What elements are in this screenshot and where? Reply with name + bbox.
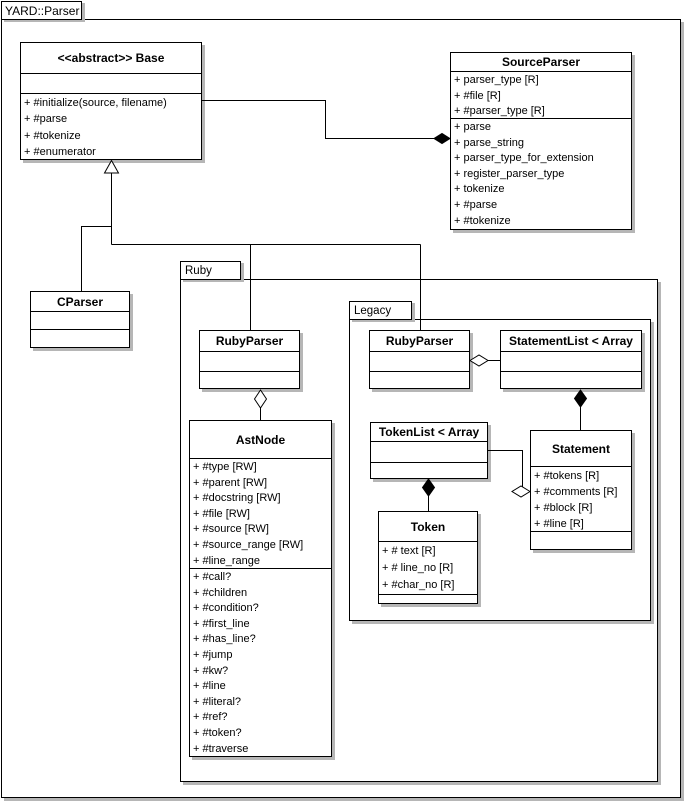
class-member: + #enumerator	[24, 146, 96, 159]
class-member: + #parse	[24, 113, 68, 126]
class-member: + #call?	[193, 571, 232, 583]
class-name: AstNode	[190, 421, 331, 459]
class-member: + #docstring [RW]	[193, 492, 281, 505]
class-member: + #literal?	[193, 695, 242, 708]
class-box-legacy-rubyparser: RubyParser	[369, 330, 470, 389]
class-name: CParser	[31, 292, 129, 312]
class-box-sourceparser: SourceParser + parser_type [R] + #file [R…	[450, 52, 632, 230]
class-member: + # text [R]	[382, 545, 436, 557]
class-box-statementlist: StatementList < Array	[500, 330, 642, 389]
class-member: + #ref?	[193, 711, 228, 724]
class-attributes: + parser_type [R] + #file [R] + #parser_ty…	[451, 72, 631, 119]
class-name: TokenList < Array	[371, 423, 487, 442]
class-member: + #token?	[193, 726, 242, 739]
diagram-title: YARD::Parser	[5, 3, 80, 18]
class-methods	[371, 463, 487, 478]
class-member: + #char_no [R]	[382, 579, 455, 591]
class-member: + #kw?	[193, 664, 229, 677]
class-box-cparser: CParser	[30, 291, 130, 348]
class-attributes: + #tokens [R] + #comments [R] + #block [R]…	[531, 467, 631, 532]
class-member: + #source [RW]	[193, 523, 269, 536]
class-name: RubyParser	[200, 331, 299, 352]
class-member: + #file [RW]	[193, 507, 250, 520]
class-attributes	[21, 74, 201, 94]
class-member: + parse	[454, 121, 491, 133]
class-member: + #parse	[454, 198, 498, 211]
class-member: + #tokenize	[454, 214, 511, 227]
package-ruby-label: Ruby	[185, 264, 212, 277]
class-member: + #file [R]	[454, 89, 501, 102]
class-methods	[501, 372, 641, 388]
class-box-ruby-rubyparser: RubyParser	[199, 330, 300, 389]
class-member: + #line	[193, 680, 226, 693]
class-box-token: Token + # text [R] + # line_no [R] + #char…	[378, 511, 478, 604]
package-ruby-tab: Ruby	[180, 261, 241, 280]
class-member: + tokenize	[454, 183, 505, 196]
diagram-title-tab: YARD::Parser	[1, 1, 82, 20]
class-methods: + #initialize(source, filename) + #parse +…	[21, 94, 201, 159]
class-member: + #parser_type [R]	[454, 105, 545, 118]
class-member: + # line_no [R]	[382, 562, 454, 574]
class-attributes	[371, 442, 487, 463]
class-methods	[31, 330, 129, 347]
class-box-base: <<abstract>> Base + #initialize(source, …	[20, 42, 202, 160]
class-attributes	[501, 352, 641, 372]
class-member: + register_parser_type	[454, 167, 565, 180]
class-member: + #block [R]	[534, 502, 593, 514]
class-attributes	[370, 352, 469, 372]
class-member: + #has_line?	[193, 633, 256, 646]
class-member: + #parent [RW]	[193, 476, 268, 489]
class-member: + parser_type_for_extension	[454, 152, 594, 165]
class-member: + #jump	[193, 648, 233, 661]
class-name: StatementList < Array	[501, 331, 641, 352]
class-box-tokenlist: TokenList < Array	[370, 422, 488, 479]
class-name: RubyParser	[370, 331, 469, 352]
class-attributes	[200, 352, 299, 372]
class-methods: + parse + parse_string + parser_type_for_e…	[451, 119, 631, 229]
class-member: + #comments [R]	[534, 486, 618, 498]
class-box-statement: Statement + #tokens [R]+ #comments [R]+ …	[530, 430, 632, 550]
class-member: + #first_line	[193, 617, 250, 630]
class-member: + #children	[193, 586, 248, 599]
class-member: + #tokenize	[24, 129, 81, 142]
class-attributes: + #type [RW] + #parent [RW] + #docstring […	[190, 459, 331, 569]
class-member: + parse_string	[454, 136, 525, 149]
package-legacy-label: Legacy	[354, 304, 392, 317]
class-methods	[370, 372, 469, 388]
class-member: + #type [RW]	[193, 461, 257, 473]
class-member: + #condition?	[193, 602, 259, 615]
class-member: + #tokens [R]	[534, 470, 600, 482]
class-member: + #source_range [RW]	[193, 538, 304, 551]
class-member: + #traverse	[193, 742, 249, 755]
class-member: + #initialize(source, filename)	[24, 97, 167, 109]
class-member: + #line [R]	[534, 518, 584, 530]
class-name: <<abstract>> Base	[21, 43, 201, 74]
class-member: + parser_type [R]	[454, 74, 539, 86]
class-name: Statement	[531, 431, 631, 467]
class-methods	[379, 595, 477, 603]
class-methods	[531, 532, 631, 549]
class-methods: + #call? + #children + #condition? + #first…	[190, 569, 331, 756]
class-name: SourceParser	[451, 53, 631, 72]
class-methods	[200, 372, 299, 388]
class-member: + #line_range	[193, 554, 260, 567]
package-legacy-tab: Legacy	[349, 301, 412, 320]
class-box-astnode: AstNode + #type [RW] + #parent [RW] + #doc…	[189, 420, 332, 757]
class-attributes: + # text [R] + # line_no [R] + #char_no [R…	[379, 542, 477, 595]
class-attributes	[31, 312, 129, 330]
class-name: Token	[379, 512, 477, 542]
